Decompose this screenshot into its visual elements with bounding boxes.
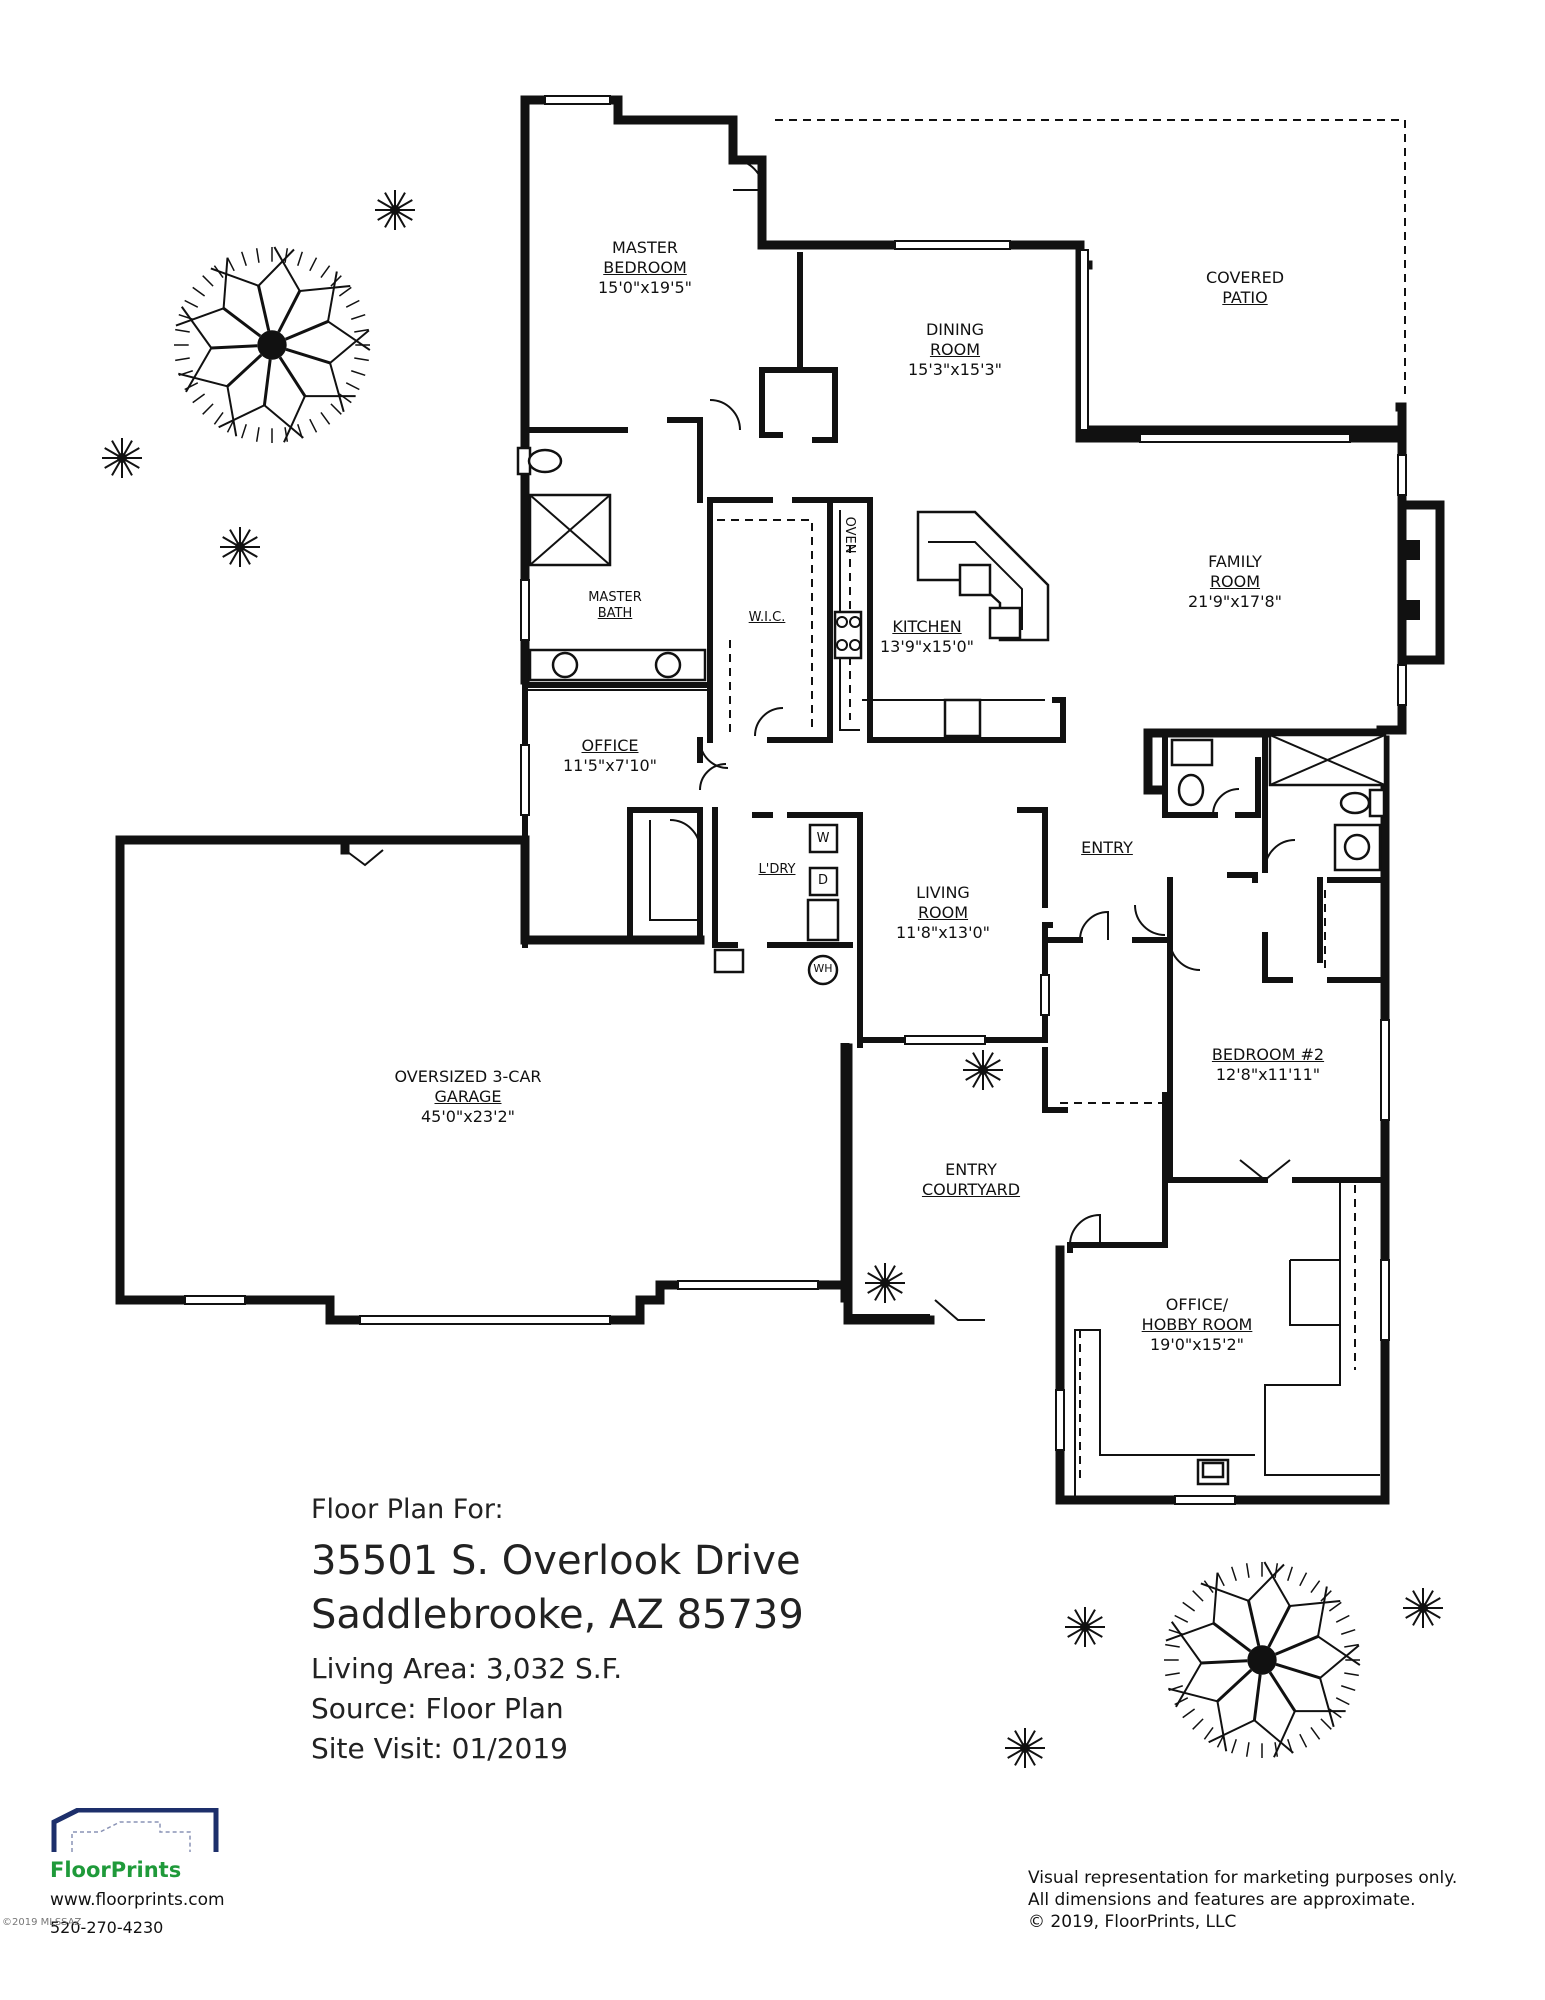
room-label-office-hobby: OFFICE/ HOBBY ROOM 19'0"x15'2" — [1141, 1295, 1253, 1354]
disclaimer-line-1: Visual representation for marketing purp… — [1028, 1868, 1458, 1888]
room-label-master-bedroom: MASTER BEDROOM 15'0"x19'5" — [597, 238, 693, 297]
interior-walls — [522, 252, 1388, 1253]
doors — [344, 159, 1296, 1321]
living-area: Living Area: 3,032 S.F. — [311, 1652, 623, 1685]
mls-watermark: ©2019 MLSSAZ — [2, 1917, 82, 1928]
room-label-garage: OVERSIZED 3-CAR GARAGE 45'0"x23'2" — [394, 1067, 542, 1126]
disclaimer-line-2: All dimensions and features are approxim… — [1028, 1890, 1416, 1910]
room-label-entry-courtyard: ENTRY COURTYARD — [921, 1160, 1021, 1199]
fixtures-lines — [516, 119, 1406, 1500]
room-label-covered-patio: COVERED PATIO — [1205, 268, 1285, 307]
floorprints-logo-icon — [51, 1808, 219, 1852]
address-line-1: 35501 S. Overlook Drive — [311, 1538, 801, 1584]
room-label-living-room: LIVING ROOM 11'8"x13'0" — [895, 883, 991, 942]
logo-phone: 520-270-4230 — [50, 1918, 164, 1937]
plant-icon — [102, 190, 1443, 1768]
site-visit: Site Visit: 01/2019 — [311, 1732, 568, 1765]
room-label-kitchen: KITCHEN 13'9"x15'0" — [879, 617, 975, 656]
room-label-oven: OVEN — [842, 516, 857, 554]
room-label-office: OFFICE 11'5"x7'10" — [562, 736, 658, 775]
windows — [184, 95, 1407, 1505]
room-label-master-bath: MASTER BATH — [588, 590, 642, 621]
logo-url[interactable]: www.floorprints.com — [50, 1890, 225, 1910]
room-label-wic: W.I.C. — [748, 610, 786, 625]
dryer-label: D — [817, 873, 829, 888]
plan-source: Source: Floor Plan — [311, 1692, 564, 1725]
tree-icon — [1164, 1561, 1361, 1758]
room-label-family-room: FAMILY ROOM 21'9"x17'8" — [1187, 552, 1283, 611]
water-heater-label: WH — [813, 962, 833, 975]
washer-label: W — [816, 831, 830, 846]
fireplace — [1397, 500, 1445, 665]
room-label-dining-room: DINING ROOM 15'3"x15'3" — [907, 320, 1003, 379]
room-label-bedroom-2: BEDROOM #2 12'8"x11'11" — [1211, 1045, 1325, 1084]
logo-wordmark: FloorPrints — [50, 1858, 182, 1882]
room-label-entry: ENTRY — [1081, 838, 1133, 857]
address-line-2: Saddlebrooke, AZ 85739 — [311, 1592, 804, 1638]
tree-icon — [174, 246, 371, 443]
disclaimer-line-3: © 2019, FloorPrints, LLC — [1028, 1912, 1237, 1932]
plan-heading: Floor Plan For: — [311, 1494, 504, 1525]
room-label-laundry: L'DRY — [758, 862, 796, 877]
